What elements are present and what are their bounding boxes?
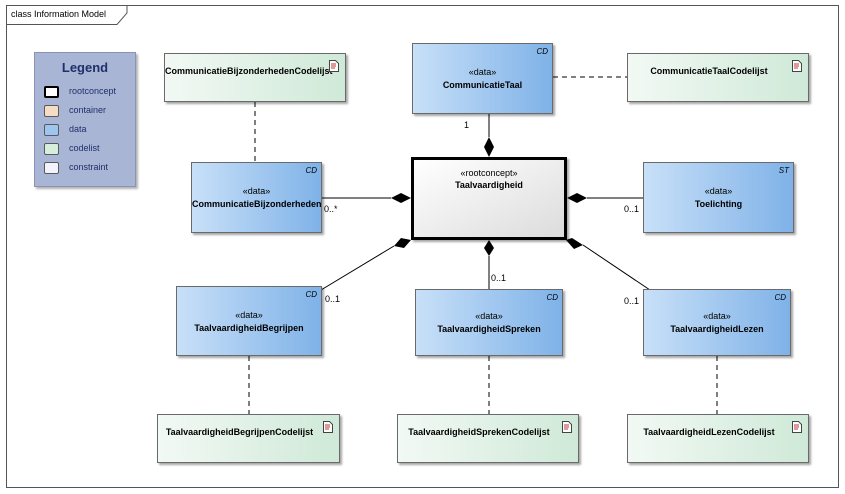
class-name: Toelichting <box>694 199 743 209</box>
class-tag: CD <box>305 166 317 175</box>
legend-label: rootconcept <box>69 86 117 96</box>
diamond-begrijpen <box>394 238 411 248</box>
multiplicity-spreken: 0..1 <box>491 273 507 283</box>
diamond-lezen <box>566 238 583 249</box>
legend-label: constraint <box>69 162 109 172</box>
legend-swatch <box>44 105 59 117</box>
class-tag: CD <box>305 290 317 299</box>
class-stereotype: «data» <box>704 186 733 196</box>
multiplicity-begrijpen: 0..1 <box>325 294 341 304</box>
document-icon <box>792 421 802 433</box>
legend-swatch <box>44 143 59 155</box>
multiplicity-toelichting: 0..1 <box>624 204 640 214</box>
multiplicity-bijzonderheden: 0..* <box>324 204 338 214</box>
codelist-taalvaardigheid-begrijpen[interactable]: TaalvaardigheidBegrijpenCodelijst <box>157 414 340 463</box>
class-tag: ST <box>778 166 789 175</box>
codelist-name: TaalvaardigheidSprekenCodelijst <box>408 427 550 437</box>
class-communicatie-taal[interactable]: CD «data» CommunicatieTaal <box>412 43 553 114</box>
class-name: TaalvaardigheidLezen <box>670 324 764 334</box>
class-name: CommunicatieBijzonderheden <box>192 199 322 209</box>
class-stereotype: «data» <box>475 311 503 321</box>
class-stereotype: «data» <box>703 311 731 321</box>
assoc-begrijpen <box>320 245 395 291</box>
codelist-name: TaalvaardigheidBegrijpenCodelijst <box>165 427 314 437</box>
class-tag: CD <box>774 293 786 302</box>
codelist-communicatie-taal[interactable]: CommunicatieTaalCodelijst <box>627 53 809 102</box>
multiplicity-lezen: 0..1 <box>624 296 640 306</box>
class-taalvaardigheid-lezen[interactable]: CD «data» TaalvaardigheidLezen <box>643 289 791 356</box>
class-toelichting[interactable]: ST «data» Toelichting <box>643 162 794 233</box>
legend-swatch <box>44 162 59 174</box>
legend-label: codelist <box>69 143 100 153</box>
class-taalvaardigheid-begrijpen[interactable]: CD «data» TaalvaardigheidBegrijpen <box>176 286 322 356</box>
diamond-toelichting <box>567 193 587 203</box>
legend-swatch <box>44 124 59 136</box>
class-name: TaalvaardigheidBegrijpen <box>194 323 304 333</box>
codelist-name: CommunicatieTaalCodelijst <box>650 66 768 76</box>
class-stereotype: «rootconcept» <box>460 168 518 178</box>
diamond-bijzonderheden <box>391 193 411 203</box>
class-tag: CD <box>536 47 548 56</box>
class-stereotype: «data» <box>242 186 271 196</box>
codelist-name: CommunicatieBijzonderhedenCodelijst <box>165 66 333 76</box>
codelist-taalvaardigheid-spreken[interactable]: TaalvaardigheidSprekenCodelijst <box>397 414 579 463</box>
diamond-spreken <box>484 240 494 256</box>
legend-label: data <box>69 124 87 134</box>
diagram-frame <box>6 5 839 488</box>
document-icon <box>323 421 333 433</box>
legend: Legend rootconcept container data codeli… <box>34 52 136 187</box>
codelist-taalvaardigheid-lezen[interactable]: TaalvaardigheidLezenCodelijst <box>627 414 809 463</box>
class-name: Taalvaardigheid <box>455 180 523 190</box>
class-stereotype: «data» <box>235 310 263 320</box>
class-name: CommunicatieTaal <box>442 80 523 90</box>
multiplicity-taal: 1 <box>464 120 470 130</box>
class-stereotype: «data» <box>468 67 497 77</box>
document-icon <box>562 421 572 433</box>
codelist-communicatie-bijzonderheden[interactable]: CommunicatieBijzonderhedenCodelijst <box>164 53 346 102</box>
document-icon <box>329 60 339 72</box>
class-tag: CD <box>546 293 558 302</box>
diagram-title: class Information Model <box>11 9 107 19</box>
class-taalvaardigheid[interactable]: «rootconcept» Taalvaardigheid <box>411 157 567 240</box>
legend-title: Legend <box>61 60 109 75</box>
codelist-name: TaalvaardigheidLezenCodelijst <box>643 427 775 437</box>
legend-label: container <box>69 105 107 115</box>
class-communicatie-bijzonderheden[interactable]: CD «data» CommunicatieBijzonderheden <box>191 162 322 233</box>
diamond-taal <box>484 137 494 157</box>
document-icon <box>792 60 802 72</box>
class-taalvaardigheid-spreken[interactable]: CD «data» TaalvaardigheidSpreken <box>415 289 563 356</box>
assoc-lezen <box>582 244 651 291</box>
class-name: TaalvaardigheidSpreken <box>437 324 541 334</box>
legend-swatch <box>44 86 59 98</box>
